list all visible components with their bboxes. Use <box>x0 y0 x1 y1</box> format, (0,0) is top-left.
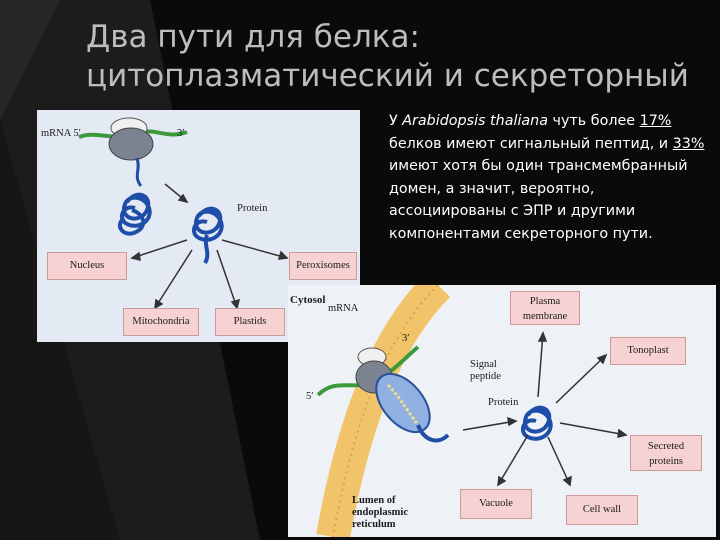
mrna-label-er: mRNA <box>328 303 358 314</box>
three-prime-label: 3′ <box>177 128 185 139</box>
body-mid: белков имеют сигнальный пептид, и <box>389 136 673 152</box>
protein-coil-1 <box>120 195 150 234</box>
percent-signal-peptide: 17% <box>640 113 672 129</box>
destination-peroxisomes: Peroxisomes <box>289 252 357 280</box>
destination-plastids: Plastids <box>215 308 285 336</box>
destination-mitochondria: Mitochondria <box>123 308 199 336</box>
body-prefix: У <box>389 113 402 129</box>
secretory-pathway-figure: mRNA 3′ 5′ Signal peptide Protein Lumen … <box>288 285 716 537</box>
species-name: Arabidopsis thaliana <box>402 113 548 129</box>
destination-secreted-proteins: Secreted proteins <box>630 435 702 471</box>
destination-tonoplast: Tonoplast <box>610 337 686 365</box>
cytosol-label: Cytosol <box>290 294 325 306</box>
destination-plasma-membrane: Plasma membrane <box>510 291 580 325</box>
percent-transmembrane: 33% <box>673 136 705 152</box>
protein-coil-er <box>523 408 551 439</box>
destination-nucleus: Nucleus <box>47 252 127 280</box>
slide-title: Два пути для белка: цитоплазматический и… <box>86 18 706 96</box>
body-text: У Arabidopsis thaliana чуть более 17% бе… <box>389 110 711 245</box>
nascent-chain <box>137 158 141 186</box>
protein-label: Protein <box>237 203 267 214</box>
title-line-2: цитоплазматический и секреторный <box>86 57 706 96</box>
three-prime-label-er: 3′ <box>402 333 410 344</box>
mrna-label: mRNA 5′ <box>41 128 81 139</box>
signal-peptide-label: Signal peptide <box>470 359 530 383</box>
destination-vacuole: Vacuole <box>460 489 532 519</box>
protein-label-er: Protein <box>488 397 518 408</box>
destination-cell-wall: Cell wall <box>566 495 638 525</box>
body-after-species: чуть более <box>548 113 640 129</box>
lumen-label: Lumen of endoplasmic reticulum <box>352 495 442 531</box>
ribosome-large-subunit <box>109 128 153 160</box>
body-rest: имеют хотя бы один трансмембранный домен… <box>389 158 688 242</box>
protein-coil-2 <box>194 209 222 263</box>
five-prime-label-er: 5′ <box>306 391 314 402</box>
title-line-1: Два пути для белка: <box>86 18 706 57</box>
